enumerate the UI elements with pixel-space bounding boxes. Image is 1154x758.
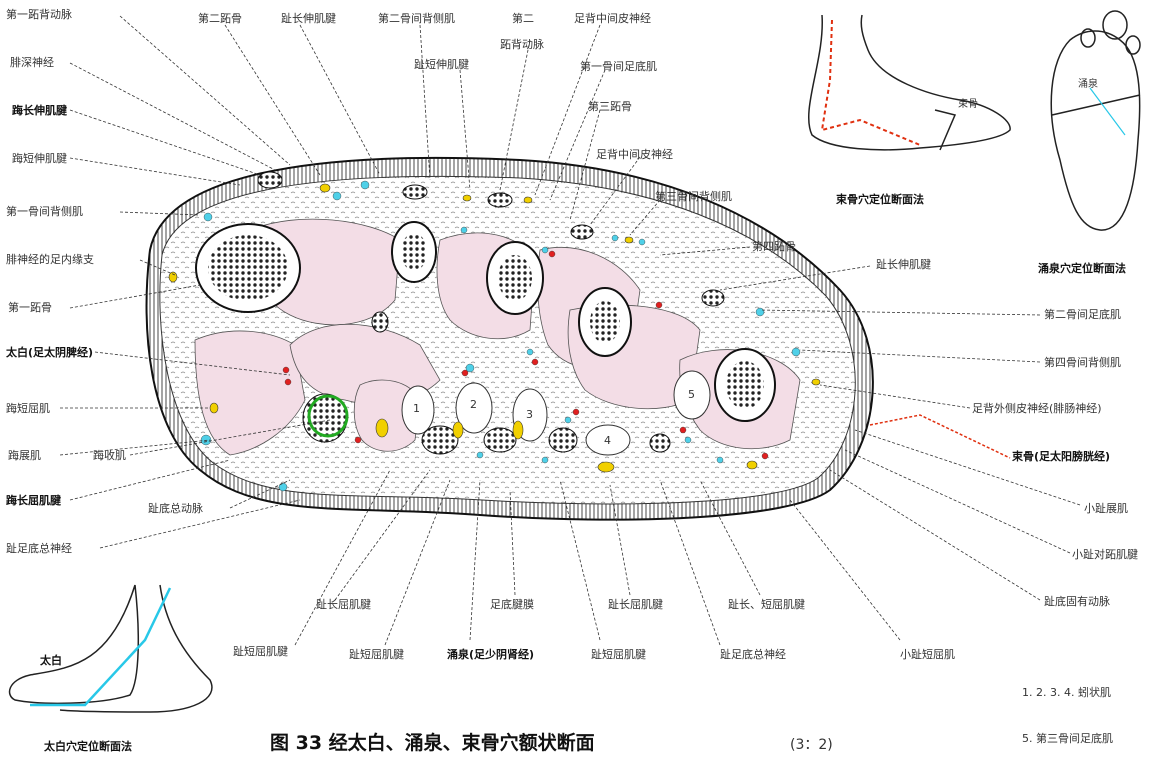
inset-yongquan-caption: 涌泉穴定位断面法 (1038, 262, 1126, 275)
legend-lumbricals: 1. 2. 3. 4. 蚓状肌 (1022, 686, 1111, 699)
label-common-plantar-artery: 趾底总动脉 (148, 502, 203, 515)
label-first-metatarsal: 第一跖骨 (8, 301, 52, 314)
lumbrical-number-4: 4 (604, 434, 611, 447)
inset-taibai-foot (10, 585, 212, 712)
inset-taibai-label: 太白 (40, 654, 62, 667)
label-taibai: 太白(足太阴脾经) (6, 346, 93, 359)
label-fdl-tendon-2: 趾长屈肌腱 (608, 598, 663, 611)
label-edl-tendon-right: 趾长伸肌腱 (876, 258, 931, 271)
label-opponens-digiti-minimi: 小趾对跖肌腱 (1072, 548, 1138, 561)
label-edb-tendon: 趾短伸肌腱 (414, 58, 469, 71)
label-common-plantar-nerve: 趾足底总神经 (6, 542, 72, 555)
label-fdm-brevis: 小趾短屈肌 (900, 648, 955, 661)
label-yongquan: 涌泉(足少阴肾经) (447, 648, 534, 661)
shugu-locator-line (870, 415, 1010, 458)
inset-shugu-foot (809, 15, 1010, 150)
label-fhl-tendon: 踇长屈肌腱 (6, 494, 61, 507)
label-second-dorsal-interosseous: 第二骨间背侧肌 (378, 12, 455, 25)
label-abductor-hallucis: 踇展肌 (8, 449, 41, 462)
label-medial-branch-nerve: 腓神经的足内缘支 (6, 253, 94, 266)
label-intermediate-cutaneous-nerve: 足背中间皮神经 (574, 12, 651, 25)
inset-taibai-caption: 太白穴定位断面法 (44, 740, 132, 753)
lumbrical-number-1: 1 (413, 402, 420, 415)
label-fdb-tendon-3: 趾短屈肌腱 (591, 648, 646, 661)
inset-yongquan-label: 涌泉 (1078, 78, 1098, 91)
lumbrical-number-3: 3 (526, 408, 533, 421)
label-proper-plantar-artery: 趾底固有动脉 (1044, 595, 1110, 608)
label-third-metatarsal: 第三跖骨 (588, 100, 632, 113)
label-fdl-fdb-tendons: 趾长、短屈肌腱 (728, 598, 805, 611)
label-second-plantar-interosseous: 第二骨间足底肌 (1044, 308, 1121, 321)
label-fdb-tendon-1: 趾短屈肌腱 (233, 645, 288, 658)
label-edl-tendon-top: 趾长伸肌腱 (281, 12, 336, 25)
yongquan-inset-line (1090, 88, 1125, 135)
label-ehl-tendon: 踇长伸肌腱 (12, 104, 67, 117)
label-first-dorsal-interosseous: 第一骨间背侧肌 (6, 205, 83, 218)
legend-third-plantar-interosseous: 5. 第三骨间足底肌 (1022, 732, 1113, 745)
label-shugu: 束骨(足太阳膀胱经) (1012, 450, 1110, 463)
label-fdb-tendon-2: 趾短屈肌腱 (349, 648, 404, 661)
label-second-dorsal-artery-b: 跖背动脉 (500, 38, 544, 51)
label-deep-peroneal-nerve: 腓深神经 (10, 56, 54, 69)
label-second-dorsal-artery-a: 第二 (512, 12, 534, 25)
label-intermediate-cutaneous-nerve-2: 足背中间皮神经 (596, 148, 673, 161)
label-sural-nerve: 足背外侧皮神经(腓肠神经) (972, 402, 1102, 415)
label-plantar-aponeurosis: 足底腱膜 (490, 598, 534, 611)
label-fhb: 踇短屈肌 (6, 402, 50, 415)
figure-scale: (3：2) (790, 734, 833, 754)
label-first-plantar-interosseous: 第一骨间足底肌 (580, 60, 657, 73)
lumbrical-number-2: 2 (470, 398, 477, 411)
label-fourth-metatarsal: 第四跖骨 (752, 240, 796, 253)
label-second-metatarsal: 第二跖骨 (198, 12, 242, 25)
shugu-inset-line (822, 20, 920, 145)
label-third-dorsal-interosseous: 第三骨间背侧肌 (655, 190, 732, 203)
figure-title: 图 33 经太白、涌泉、束骨穴额状断面 (270, 728, 595, 755)
taibai-inset-line (30, 588, 170, 705)
interosseous-number-5: 5 (688, 388, 695, 401)
label-ehb-tendon: 踇短伸肌腱 (12, 152, 67, 165)
label-adductor-hallucis: 踇收肌 (93, 449, 126, 462)
inset-yongquan-sole (1051, 11, 1140, 230)
inset-shugu-label: 束骨 (958, 98, 978, 111)
label-fdl-tendon-1: 趾长屈肌腱 (316, 598, 371, 611)
inset-shugu-caption: 束骨穴定位断面法 (836, 193, 924, 206)
label-first-dorsal-metatarsal-artery: 第一跖背动脉 (6, 8, 72, 21)
label-common-plantar-nerve-bottom: 趾足底总神经 (720, 648, 786, 661)
label-abductor-digiti-minimi: 小趾展肌 (1084, 502, 1128, 515)
label-fourth-dorsal-interosseous: 第四骨间背侧肌 (1044, 356, 1121, 369)
